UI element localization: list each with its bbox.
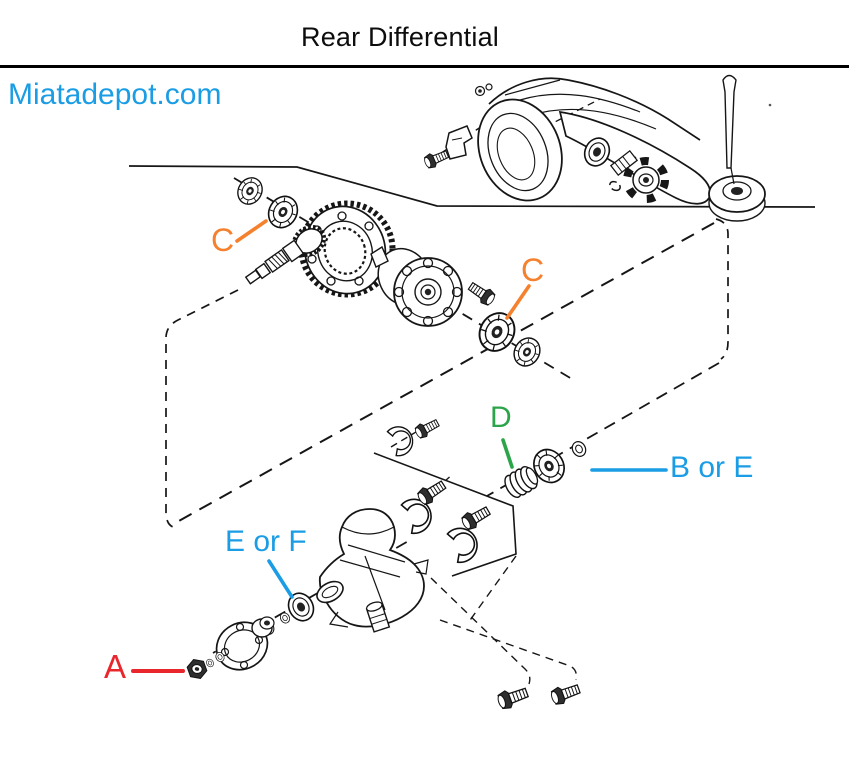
pinion-gear-assembly <box>232 172 546 372</box>
cap-bolt-axis-1 <box>390 419 437 448</box>
breather-plug <box>365 601 391 633</box>
page-title: Rear Differential <box>301 22 499 52</box>
ring-gear <box>298 200 396 298</box>
nut-washer-small <box>204 657 216 669</box>
cap-bolt-top <box>412 415 442 441</box>
outline-right-edge <box>715 218 729 360</box>
side-bearing-right <box>508 332 546 372</box>
watermark-link: Miatadepot.com <box>8 78 222 111</box>
companion-flange-assembly <box>185 587 320 680</box>
housing-bolt-2 <box>548 680 583 708</box>
assembled-differential <box>422 74 772 222</box>
outline-left-edge <box>165 289 239 528</box>
pinion-shaft <box>244 224 327 285</box>
title-divider <box>0 65 849 68</box>
leader-c-mid <box>505 284 531 320</box>
case-bolt <box>465 278 498 309</box>
housing-bolt-1 <box>495 683 531 712</box>
bottom-bolt-leader-1 <box>430 577 531 685</box>
label-a: A <box>104 648 127 685</box>
bracket-bolt <box>422 146 451 171</box>
companion-flange <box>215 616 275 671</box>
label-b-or-e: B or E <box>670 451 754 484</box>
label-e-or-f: E or F <box>225 525 307 558</box>
output-flange <box>609 149 669 203</box>
housing-bell <box>477 98 563 202</box>
upper-unit-dash <box>544 98 601 128</box>
carrier-housing <box>318 508 425 628</box>
snap-ring <box>609 180 621 192</box>
housing-bolts <box>495 680 583 712</box>
leader-d <box>501 438 514 469</box>
pinion-bearing-large <box>262 190 304 234</box>
housing-plate <box>374 453 516 578</box>
leader-c-upper <box>235 219 268 243</box>
leader-lines <box>131 219 668 673</box>
ground-line <box>128 165 816 208</box>
label-c-mid: C <box>521 252 545 288</box>
pinion-nut <box>185 658 209 680</box>
pinion-bearing-small <box>232 172 268 210</box>
diagonal-axis-line <box>176 222 715 523</box>
bracket <box>445 125 473 160</box>
carrier-housing-assembly <box>316 415 589 633</box>
leader-e-or-f <box>267 559 294 599</box>
differential-case <box>370 245 463 327</box>
mount-pin <box>722 74 737 169</box>
spacer-washer <box>569 438 589 460</box>
label-c-upper: C <box>211 222 235 258</box>
label-d: D <box>490 401 512 434</box>
bottom-bolt-leader-2 <box>439 619 578 681</box>
